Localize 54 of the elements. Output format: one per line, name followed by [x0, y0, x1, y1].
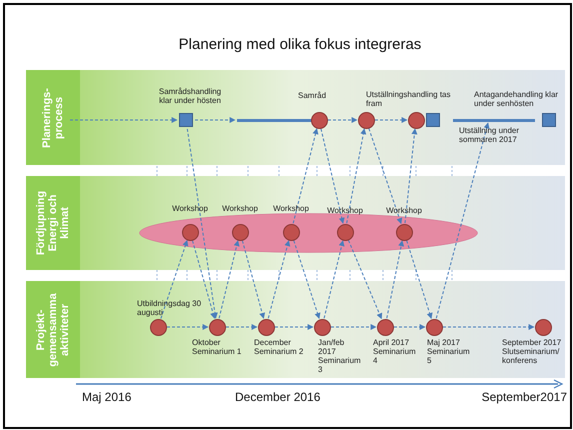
event-label: December Seminarium 2 — [254, 338, 304, 356]
event-label: Utställningshandling tas fram — [366, 90, 452, 108]
arrow — [374, 117, 408, 123]
event-label: Jan/feb 2017 Seminarium 3 — [318, 338, 362, 374]
arrow — [436, 122, 490, 319]
event-label: Workshop — [326, 206, 364, 215]
arrow — [320, 128, 345, 224]
event-label: Workshop — [385, 206, 423, 215]
arrow — [324, 240, 345, 319]
arrow — [194, 117, 236, 123]
arrow — [160, 240, 188, 319]
arrow — [348, 240, 382, 320]
lane-header: Fördjupning Energi och klimat — [26, 176, 80, 270]
event-label: Utbildningsdag 30 augusti — [137, 299, 202, 317]
arrow — [166, 324, 209, 330]
event-label: Oktober Seminarium 1 — [192, 338, 242, 356]
arrow — [406, 240, 433, 319]
event-label: September 2017 Slutseminarium/ konferens — [502, 338, 562, 365]
event-label: Antagandehandling klar under senhösten — [474, 90, 560, 108]
event-label: Workshop — [221, 204, 259, 213]
event-label: Samråd — [298, 91, 328, 100]
phase-label: Utställning under sommaren 2017 — [459, 126, 520, 144]
arrow — [274, 324, 314, 330]
event-label: Maj 2017 Seminarium 5 — [427, 338, 471, 365]
event-label: Workshop — [171, 204, 209, 213]
arrow — [292, 128, 318, 224]
lane-header: Projekt- gemensamma aktiviteter — [26, 281, 80, 378]
event-label: Workshop — [272, 204, 310, 213]
event-label: Samrådshandling klar under hösten — [158, 87, 222, 105]
arrow — [70, 117, 178, 123]
swimlane-band — [26, 176, 565, 270]
arrow — [346, 128, 366, 224]
arrow — [192, 240, 216, 319]
swimlane-band — [26, 70, 565, 165]
arrow — [186, 128, 218, 319]
timeline-label: December 2016 — [235, 390, 322, 404]
timeline-label: September2017 — [480, 390, 567, 404]
lane-header: Planerings- process — [26, 70, 80, 165]
arrow — [328, 117, 358, 123]
arrow — [386, 240, 404, 319]
arrow — [218, 240, 240, 319]
event-label: April 2017 Seminarium 4 — [373, 338, 417, 365]
arrow — [242, 240, 266, 319]
arrow — [442, 324, 535, 330]
arrow — [404, 128, 418, 224]
timeline-label: Maj 2016 — [82, 390, 132, 404]
arrow — [394, 324, 426, 330]
arrow — [330, 324, 377, 330]
arrow — [368, 128, 402, 224]
arrow — [293, 240, 320, 319]
diagram-title: Planering med olika fokus integreras — [178, 36, 422, 53]
arrow — [226, 324, 258, 330]
arrow — [268, 240, 290, 319]
swimlane-band — [26, 281, 565, 378]
